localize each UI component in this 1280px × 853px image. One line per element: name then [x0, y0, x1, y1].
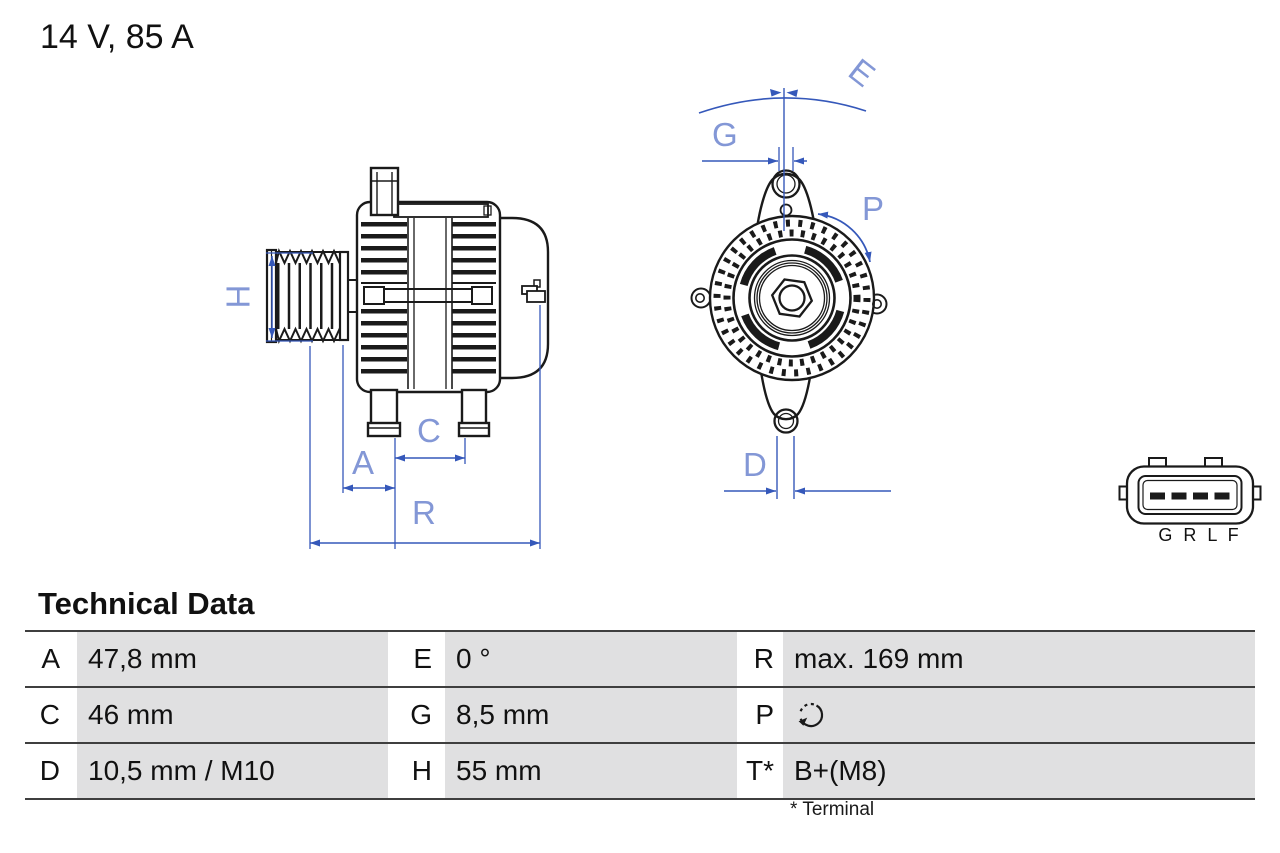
- spec-key: C: [25, 688, 77, 742]
- spec-value-rotation: [783, 688, 1255, 742]
- dimension-label-r: R: [412, 494, 436, 531]
- side-view-body: [265, 166, 550, 438]
- rotation-clockwise-icon: [798, 702, 824, 728]
- spec-key: H: [388, 744, 445, 798]
- connector-housing: [1118, 457, 1262, 525]
- spec-key: E: [388, 632, 445, 686]
- front-view-body: [690, 169, 888, 434]
- technical-data-table: A 47,8 mm E 0 ° R max. 169 mm C 46 mm G …: [25, 630, 1255, 800]
- connector-drawing: [1118, 457, 1262, 525]
- spec-value: 10,5 mm / M10: [77, 744, 388, 798]
- spec-key: G: [388, 688, 445, 742]
- dimension-label-a: A: [352, 444, 375, 481]
- spec-key: T*: [737, 744, 783, 798]
- alternator-front-view-drawing: [690, 88, 891, 499]
- terminal-footnote: * Terminal: [790, 799, 875, 820]
- front-view-dimension-lines: [698, 88, 891, 499]
- spec-key: P: [737, 688, 783, 742]
- spec-value: 46 mm: [77, 688, 388, 742]
- alternator-side-view-drawing: [265, 166, 550, 549]
- connector-pins-label: G R L F: [1158, 525, 1242, 545]
- spec-value: 47,8 mm: [77, 632, 388, 686]
- spec-value: 8,5 mm: [445, 688, 737, 742]
- spec-key: R: [737, 632, 783, 686]
- spec-value: 55 mm: [445, 744, 737, 798]
- table-row: D 10,5 mm / M10 H 55 mm T* B+(M8): [25, 742, 1255, 800]
- dimension-label-d: D: [743, 446, 767, 483]
- spec-value: B+(M8): [783, 744, 1255, 798]
- side-view-dimension-lines: [266, 252, 541, 549]
- dimension-label-p: P: [862, 190, 885, 227]
- technical-data-heading: Technical Data: [38, 586, 255, 621]
- dimension-label-g: G: [712, 116, 738, 153]
- table-row: A 47,8 mm E 0 ° R max. 169 mm: [25, 630, 1255, 686]
- product-rating: 14 V, 85 A: [40, 18, 194, 56]
- dimension-label-c: C: [417, 412, 441, 449]
- spec-value: 0 °: [445, 632, 737, 686]
- table-row: C 46 mm G 8,5 mm P: [25, 686, 1255, 742]
- spec-key: A: [25, 632, 77, 686]
- dimension-label-h: H: [219, 284, 257, 309]
- spec-value: max. 169 mm: [783, 632, 1255, 686]
- spec-key: D: [25, 744, 77, 798]
- connector-pins: [1150, 492, 1230, 500]
